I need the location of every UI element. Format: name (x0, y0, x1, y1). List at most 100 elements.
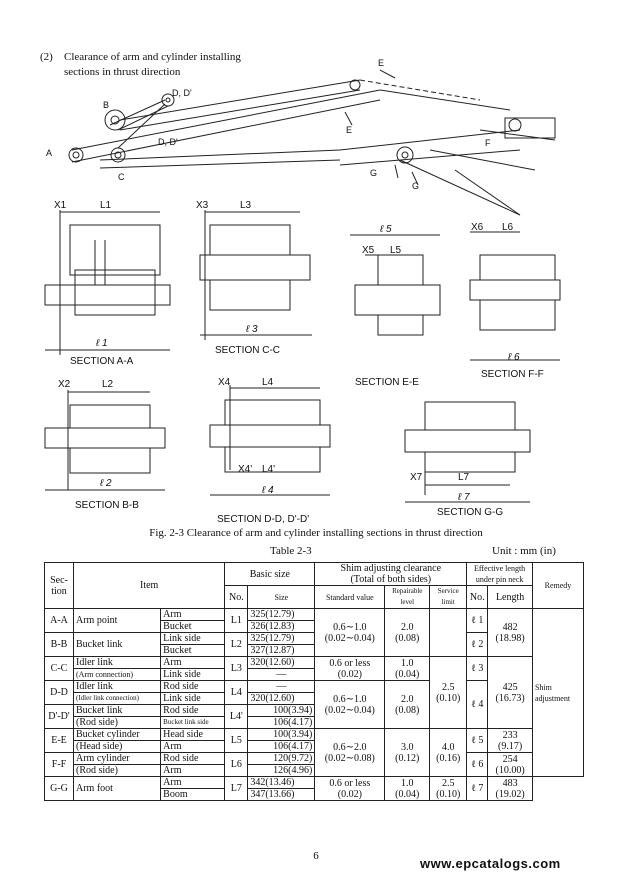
heading-line1: Clearance of arm and cylinder installing (64, 51, 241, 63)
table-subheader-row: No. Size Standard value Repairable level… (45, 585, 584, 609)
label-l1: L1 (100, 200, 112, 211)
label-ell1: ℓ 1 (95, 338, 108, 349)
table-row: Boom 347(13.66) (45, 788, 584, 801)
cell-item: Idler link (72, 680, 162, 693)
cell-size: 320(12.60) (247, 692, 316, 705)
label-a: A (46, 148, 52, 158)
cell-item: Bucket cylinder (72, 728, 162, 741)
table-row: Bucket 327(12.87) (45, 644, 584, 657)
label-l6: L6 (502, 222, 514, 233)
table-row: (Idler link connection) Link side 320(12… (45, 692, 584, 705)
header-effective: Effective length under pin neck (466, 562, 533, 586)
clearance-diagram: A B C D, D' D, D' E E F G G X1 L1 ℓ 1 SE… (44, 58, 561, 525)
table-row: E-E Bucket cylinder Head side L5 100(3.9… (44, 728, 584, 777)
header-standard: Standard value (314, 585, 386, 609)
header-remedy: Remedy (531, 562, 585, 609)
cell-part: Bucket (160, 644, 226, 657)
label-section-d: SECTION D-D, D'-D' (217, 514, 309, 525)
cell-standard: 0.6∼2.0 (0.02∼0.08) (314, 728, 386, 777)
table-row: D-D Idler link Rod side L4 — 0.6∼1.0 (0.… (44, 680, 584, 729)
header-section: Sec- tion (44, 562, 74, 609)
cell-part: Rod side (160, 752, 226, 765)
cell-item: Bucket link (72, 704, 162, 717)
cell-size: 327(12.87) (247, 644, 316, 657)
cell-item-sub: (Head side) (72, 740, 162, 753)
label-section-c: SECTION C-C (215, 345, 280, 356)
header-eff-no: No. (466, 585, 489, 609)
header-shim: Shim adjusting clearance (Total of both … (314, 562, 468, 586)
label-f: F (485, 138, 491, 148)
label-x4: X4 (218, 377, 231, 388)
cell-size: 320(12.60) (247, 656, 316, 669)
cell-size: 106(4.17) (247, 740, 316, 753)
cell-length: 425 (16.73) (487, 656, 533, 729)
cell-standard: 0.6∼1.0 (0.02∼0.04) (314, 608, 386, 657)
label-ell5: ℓ 5 (379, 224, 392, 235)
label-b: B (103, 100, 109, 110)
cell-part: Link side (160, 668, 226, 681)
clearance-table: Sec- tion Item Basic size Shim adjusting… (44, 562, 585, 801)
cell-item-sub: (Idler link connection) (72, 692, 162, 705)
cell-ell-no: ℓ 3 (466, 656, 489, 681)
figure-caption: Fig. 2-3 Clearance of arm and cylinder i… (149, 527, 483, 539)
label-x6: X6 (471, 222, 484, 233)
cell-repairable: 2.0 (0.08) (384, 608, 431, 657)
cell-item: Bucket link (72, 632, 162, 657)
table-row: (Rod side) Bucket link side 106(4.17) (45, 716, 584, 729)
cell-size: 106(4.17) (247, 716, 316, 729)
header-length: Length (487, 585, 533, 609)
cell-part: Link side (160, 632, 226, 645)
header-item: Item (72, 562, 226, 609)
label-e-top: E (378, 58, 384, 68)
cell-part: Boom (160, 788, 226, 801)
cell-ell-no: ℓ 5 (466, 728, 489, 753)
label-section-f: SECTION F-F (481, 369, 544, 380)
section-d-d-drawing (209, 385, 331, 496)
cell-size: 120(9.72) (247, 752, 316, 765)
label-ell6: ℓ 6 (507, 352, 520, 363)
cell-length: 482 (18.98) (487, 608, 533, 657)
cell-ell-no: ℓ 4 (466, 680, 489, 729)
cell-repairable: 2.0 (0.08) (384, 680, 431, 729)
label-l5: L5 (390, 245, 402, 256)
cell-size: 325(12.79) (247, 632, 316, 645)
cell-service: 2.5 (0.10) (429, 776, 468, 801)
table-row: G-G Arm foot Arm L7 342(13.46) 0.6 or le… (44, 776, 584, 801)
cell-ell-no: ℓ 6 (466, 752, 489, 777)
section-g-g-drawing (404, 401, 531, 503)
cell-standard: 0.6 or less (0.02) (314, 656, 386, 681)
cell-part: Bucket (160, 620, 226, 633)
cell-item-sub: (Rod side) (72, 716, 162, 729)
cell-repairable: 1.0 (0.04) (384, 776, 431, 801)
cell-size: — (247, 668, 316, 681)
label-c: C (118, 172, 125, 182)
label-x7: X7 (410, 472, 423, 483)
cell-no: L5 (224, 728, 249, 753)
cell-sec: G-G (44, 776, 74, 801)
section-f-f-drawing (469, 231, 561, 361)
table-unit: Unit : mm (in) (492, 545, 556, 557)
cell-service-blank (429, 608, 468, 657)
table-row: D'-D' Bucket link Rod side L4' 100(3.94) (44, 704, 584, 729)
label-l4-prime: L4' (262, 464, 275, 475)
cell-standard: 0.6∼1.0 (0.02∼0.04) (314, 680, 386, 729)
cell-size: 100(3.94) (247, 728, 316, 741)
cell-part: Rod side (160, 680, 226, 693)
cell-no: L1 (224, 608, 249, 633)
cell-no: L7 (224, 776, 249, 801)
label-g2: G (412, 181, 419, 191)
cell-size: 342(13.46) (247, 776, 316, 789)
arm-assembly-drawing (68, 69, 556, 216)
label-section-g: SECTION G-G (437, 507, 503, 518)
label-l7: L7 (458, 472, 470, 483)
cell-part: Link side (160, 692, 226, 705)
cell-sec: B-B (44, 632, 74, 657)
cell-part: Arm (160, 764, 226, 777)
cell-size: 126(4.96) (247, 764, 316, 777)
table-row: A-A Arm point Arm L1 325(12.79) 0.6∼1.0 … (44, 608, 585, 777)
cell-repairable: 3.0 (0.12) (384, 728, 431, 777)
cell-item: Arm cylinder (72, 752, 162, 765)
cell-size: — (247, 680, 316, 693)
cell-no: L3 (224, 656, 249, 681)
heading-line2: sections in thrust direction (64, 66, 181, 78)
